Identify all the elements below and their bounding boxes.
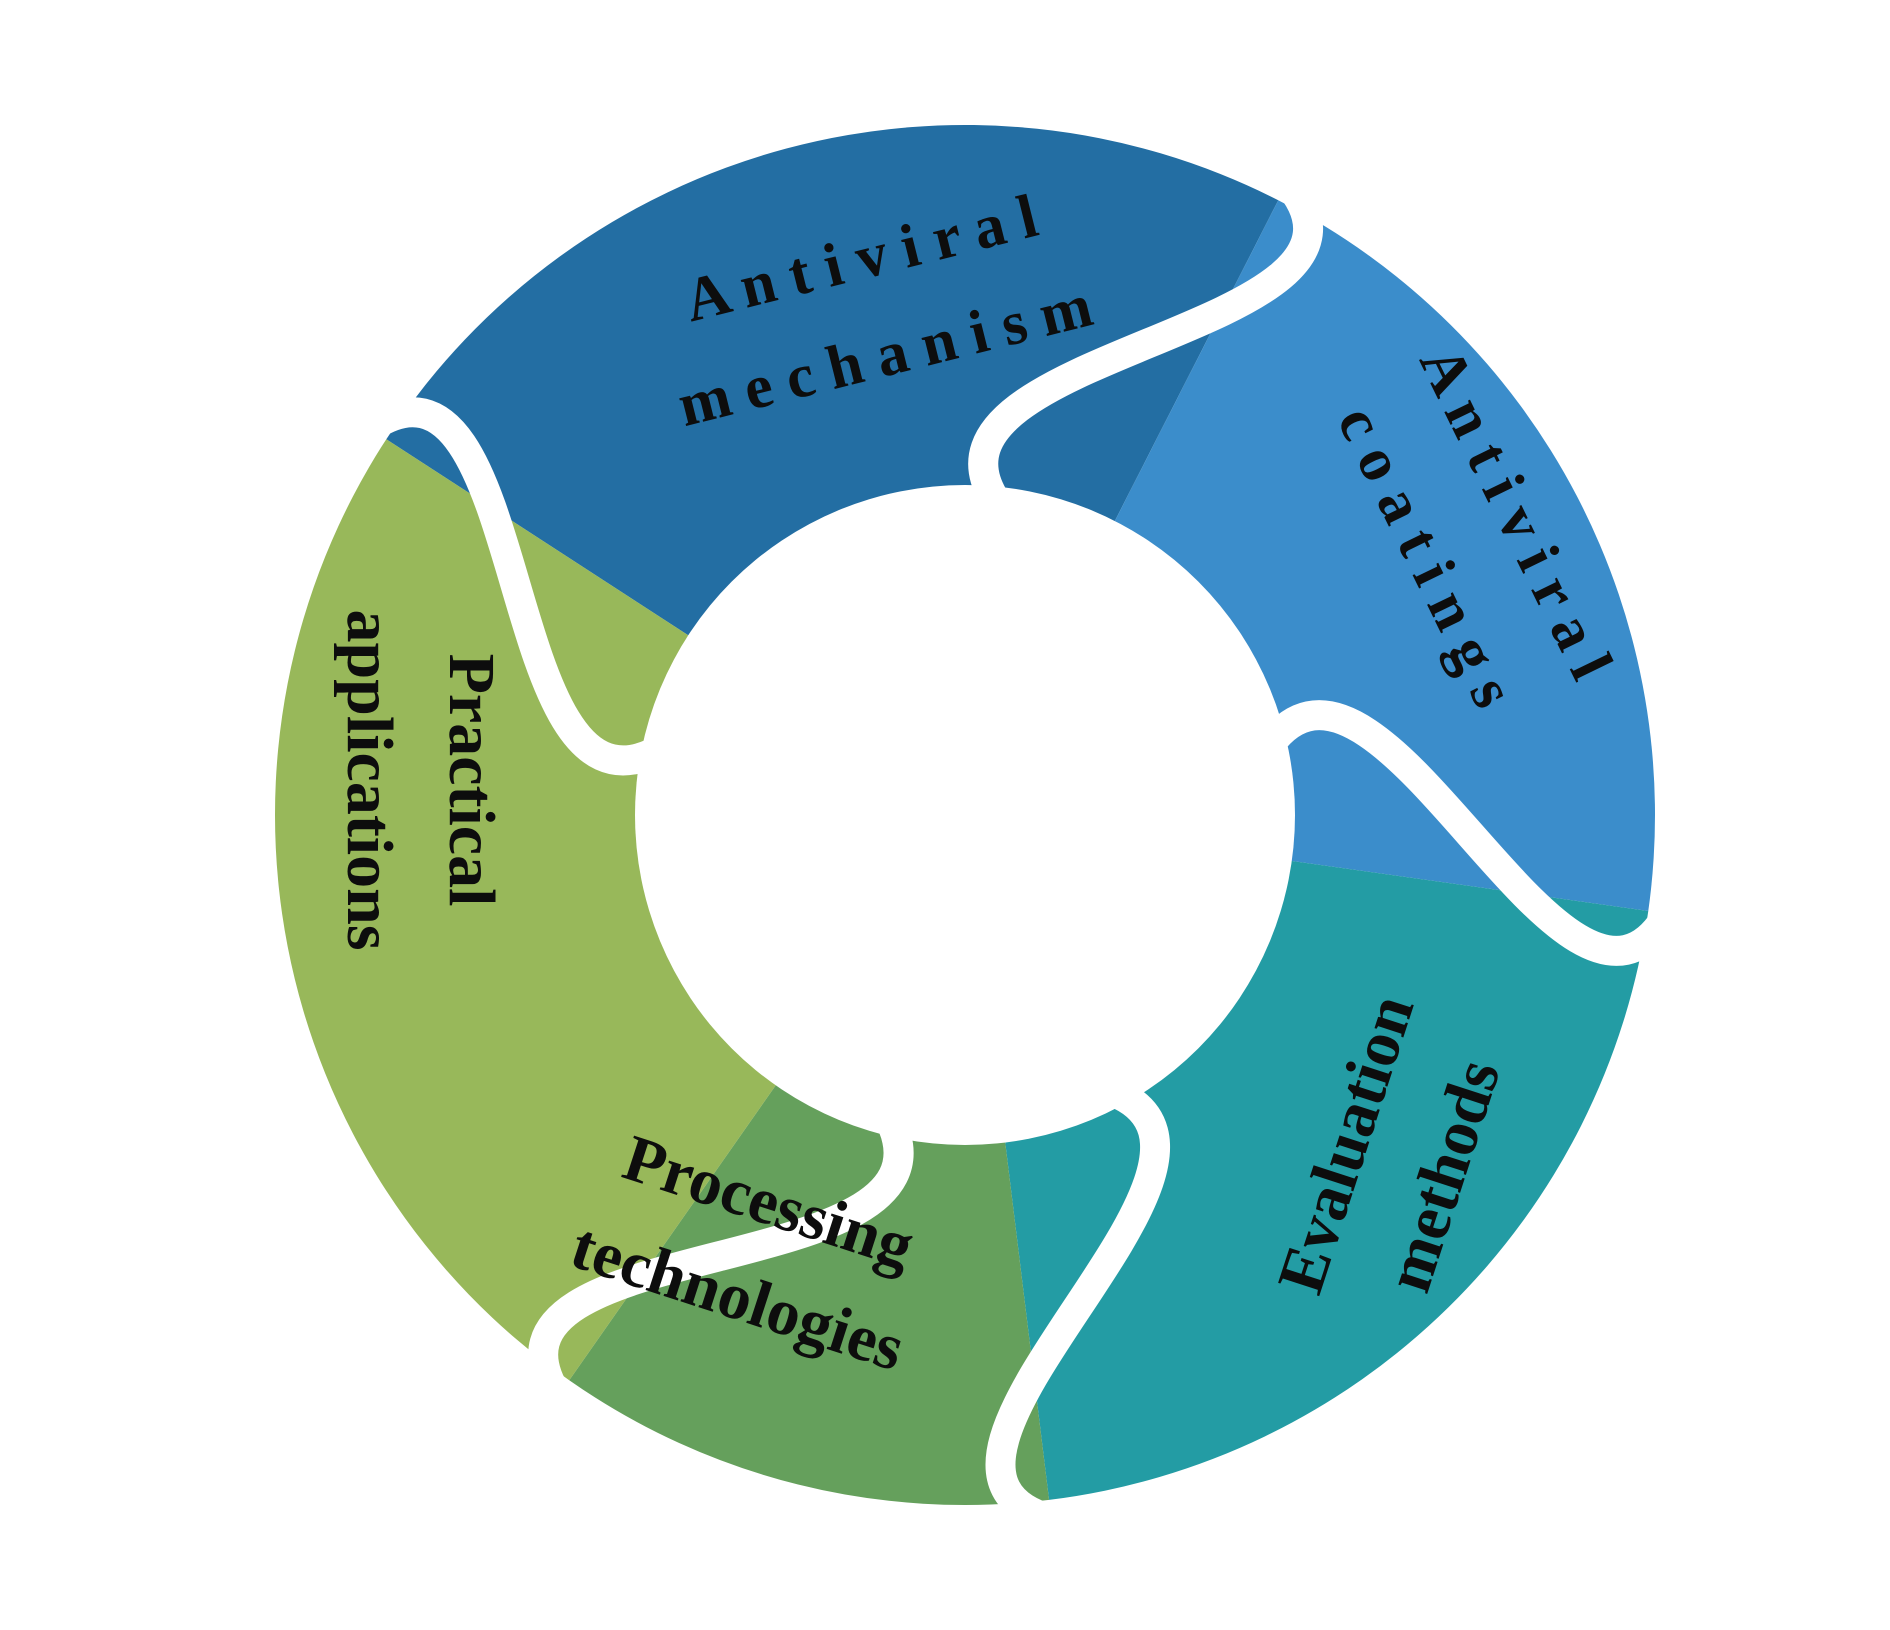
separator-5 — [528, 1111, 914, 1412]
separator-4 — [985, 1079, 1171, 1535]
sector-evaluation-methods — [1004, 860, 1649, 1500]
separator-2 — [968, 167, 1323, 512]
sector-antiviral-coatings — [1112, 200, 1655, 912]
sector-practical-applications — [275, 439, 779, 1381]
label-practical-applications: Practical applications — [333, 609, 508, 950]
sector-separators — [354, 167, 1684, 1535]
ring-sectors — [275, 125, 1655, 1505]
separator-3 — [1260, 700, 1684, 966]
practical-applications-line2: applications — [333, 609, 406, 950]
practical-applications-line1: Practical — [435, 654, 508, 907]
sector-processing-technologies — [569, 1081, 1050, 1505]
separator-1 — [354, 397, 666, 776]
sector-antiviral-mechanism — [386, 125, 1279, 638]
center-hole — [635, 485, 1295, 1145]
